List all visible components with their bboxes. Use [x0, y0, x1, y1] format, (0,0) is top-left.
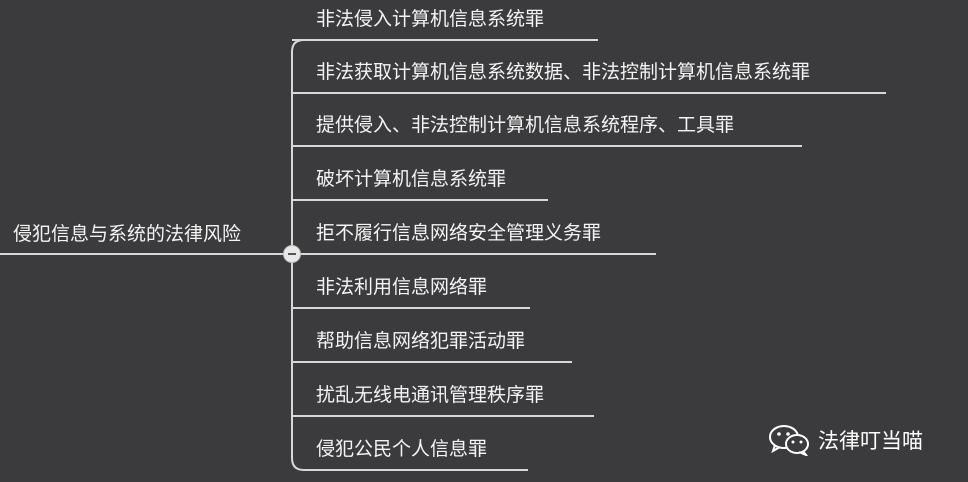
branch-node-1[interactable]: 非法获取计算机信息系统数据、非法控制计算机信息系统罪 [316, 61, 811, 83]
watermark: 法律叮当喵 [768, 424, 923, 456]
branch-node-6[interactable]: 帮助信息网络犯罪活动罪 [316, 330, 526, 352]
branch-node-5[interactable]: 非法利用信息网络罪 [316, 276, 488, 298]
collapse-toggle-button[interactable] [283, 245, 301, 263]
wechat-icon [769, 425, 809, 456]
branch-node-3[interactable]: 破坏计算机信息系统罪 [316, 168, 507, 190]
branch-node-8[interactable]: 侵犯公民个人信息罪 [316, 438, 488, 460]
branch-node-7[interactable]: 扰乱无线电通讯管理秩序罪 [316, 384, 545, 406]
branch-node-4[interactable]: 拒不履行信息网络安全管理义务罪 [316, 222, 602, 244]
branch-node-0[interactable]: 非法侵入计算机信息系统罪 [316, 8, 545, 30]
watermark-text: 法律叮当喵 [818, 429, 923, 453]
branch-node-2[interactable]: 提供侵入、非法控制计算机信息系统程序、工具罪 [316, 114, 735, 136]
root-node-label[interactable]: 侵犯信息与系统的法律风险 [13, 223, 242, 245]
